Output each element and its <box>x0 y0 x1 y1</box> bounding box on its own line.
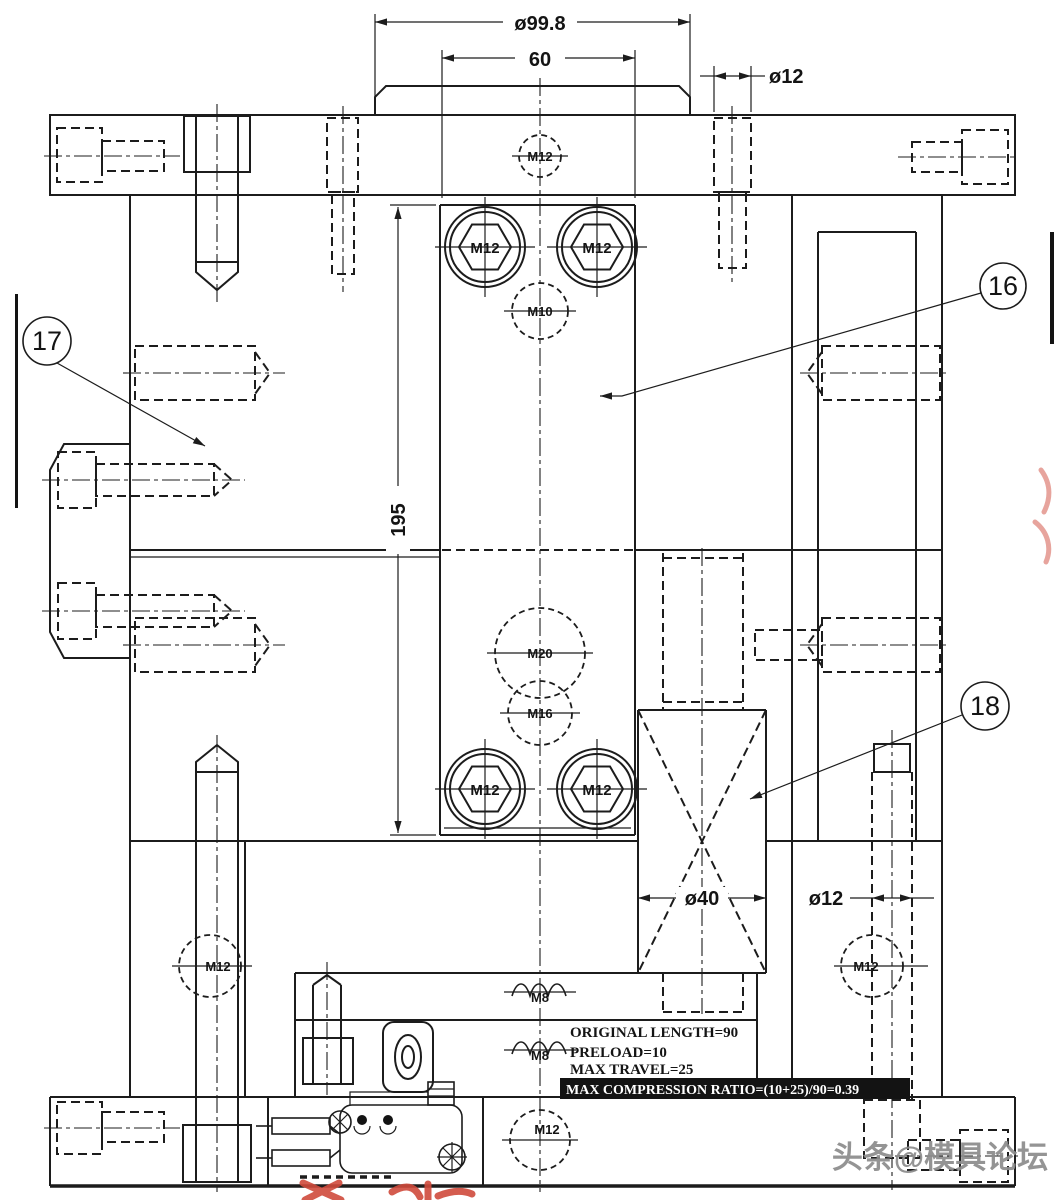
ejector-screw-upper: M8 <box>504 983 576 1005</box>
thread-hole-label: M20 <box>527 646 552 661</box>
tie-bolt-label: M12 <box>205 959 230 974</box>
dim-insert-height-text: 195 <box>388 503 410 536</box>
insert-cap-screw-bottom-right: M12 <box>546 738 648 840</box>
ejector-screw-lower: M8 <box>504 1041 576 1063</box>
thread-hole-label: M10 <box>527 304 552 319</box>
thread-hole-label: M16 <box>527 706 552 721</box>
insert-thread-hole-top: M10 <box>504 282 576 340</box>
note-max-travel: MAX TRAVEL=25 <box>570 1062 693 1078</box>
right-screw-b-plate <box>754 617 950 673</box>
insert-thread-hole-mid-small: M16 <box>500 680 580 746</box>
dim-top-outer: ø99.8 <box>374 9 691 108</box>
dim-top-inner-text: 60 <box>529 49 551 71</box>
spring-notes: ORIGINAL LENGTH=90 PRELOAD=10 MAX TRAVEL… <box>560 1025 910 1099</box>
ejector-screw-label: M8 <box>531 990 549 1005</box>
dim-support-dia: ø40 <box>638 887 766 910</box>
left-screw-a-plate <box>123 345 285 401</box>
cap-screw-label: M12 <box>582 782 611 799</box>
switch-screw-right <box>437 1142 467 1172</box>
top-left-horizontal-screw <box>44 127 180 183</box>
ejector-plates <box>294 972 766 1097</box>
note-compression-ratio: MAX COMPRESSION RATIO=(10+25)/90=0.39 <box>566 1083 859 1098</box>
cap-screw-label: M12 <box>470 782 499 799</box>
insert-cap-screw-top-right: M12 <box>546 196 648 298</box>
gray-watermark: 头条@模具论坛 <box>832 1140 1048 1175</box>
dim-top-bolt-text: ø12 <box>769 66 803 88</box>
dim-top-outer-text: ø99.8 <box>514 13 565 35</box>
left-screw-b-plate <box>123 617 285 673</box>
bottom-right-horizontal-screw <box>895 1129 1018 1183</box>
balloon-18: 18 <box>749 681 1010 800</box>
scan-artifact-right <box>1050 232 1054 344</box>
cap-screw-label: M12 <box>582 240 611 257</box>
return-bolt-label: M12 <box>853 959 878 974</box>
top-right-horizontal-screw <box>898 129 1018 185</box>
right-screw-a-plate <box>800 345 950 401</box>
note-highlight-bar <box>560 1078 910 1099</box>
dim-insert-height: 195 <box>386 204 436 836</box>
cap-screw-label: M12 <box>470 240 499 257</box>
balloon-18-number: 18 <box>970 691 1000 721</box>
dim-return-pin: ø12 <box>809 888 934 910</box>
side-clamp-block <box>42 443 245 659</box>
top-left-vertical-bolt <box>183 104 251 302</box>
center-insert <box>439 204 636 836</box>
dim-top-bolt: ø12 <box>700 66 803 112</box>
switch-terminals <box>256 1117 341 1167</box>
dim-support-dia-text: ø40 <box>685 888 719 910</box>
bottom-left-horizontal-screw <box>44 1101 180 1155</box>
dim-top-inner: 60 <box>441 46 636 198</box>
top-hidden-screw-left <box>326 106 359 292</box>
slotted-puller <box>382 1021 434 1093</box>
red-watermark-strokes <box>299 467 1052 1200</box>
insert-cap-screw-top-left: M12 <box>434 196 536 298</box>
eyebolt-thread-label: M12 <box>527 149 552 164</box>
top-hidden-screw-right <box>713 106 752 286</box>
balloon-16: 16 <box>600 262 1027 400</box>
bottom-center-thread: M12 <box>502 1109 578 1171</box>
right-return-bolt: M12 <box>834 730 928 1190</box>
scan-artifact-left <box>15 294 18 508</box>
left-tie-bolt: M12 <box>172 735 252 1192</box>
ejector-screw-label: M8 <box>531 1048 549 1063</box>
dim-return-pin-text: ø12 <box>809 888 843 910</box>
support-pillar <box>637 548 767 1014</box>
balloon-17-number: 17 <box>32 326 62 356</box>
mold-body <box>129 195 943 1097</box>
switch-plunger <box>349 1081 455 1106</box>
balloon-16-number: 16 <box>988 271 1018 301</box>
ejector-plate-bolt <box>302 962 354 1095</box>
locating-ring-boss <box>374 85 691 115</box>
insert-cap-screw-bottom-left: M12 <box>434 738 536 840</box>
top-clamp-plate <box>49 85 1016 196</box>
note-original-length: ORIGINAL LENGTH=90 <box>570 1025 738 1041</box>
eyebolt-thread: M12 <box>512 134 568 178</box>
insert-thread-hole-mid-large: M20 <box>487 607 593 699</box>
note-preload: PRELOAD=10 <box>570 1045 667 1061</box>
limit-switch <box>256 1081 467 1179</box>
bottom-center-thread-label: M12 <box>534 1122 559 1137</box>
balloon-17: 17 <box>22 316 206 447</box>
